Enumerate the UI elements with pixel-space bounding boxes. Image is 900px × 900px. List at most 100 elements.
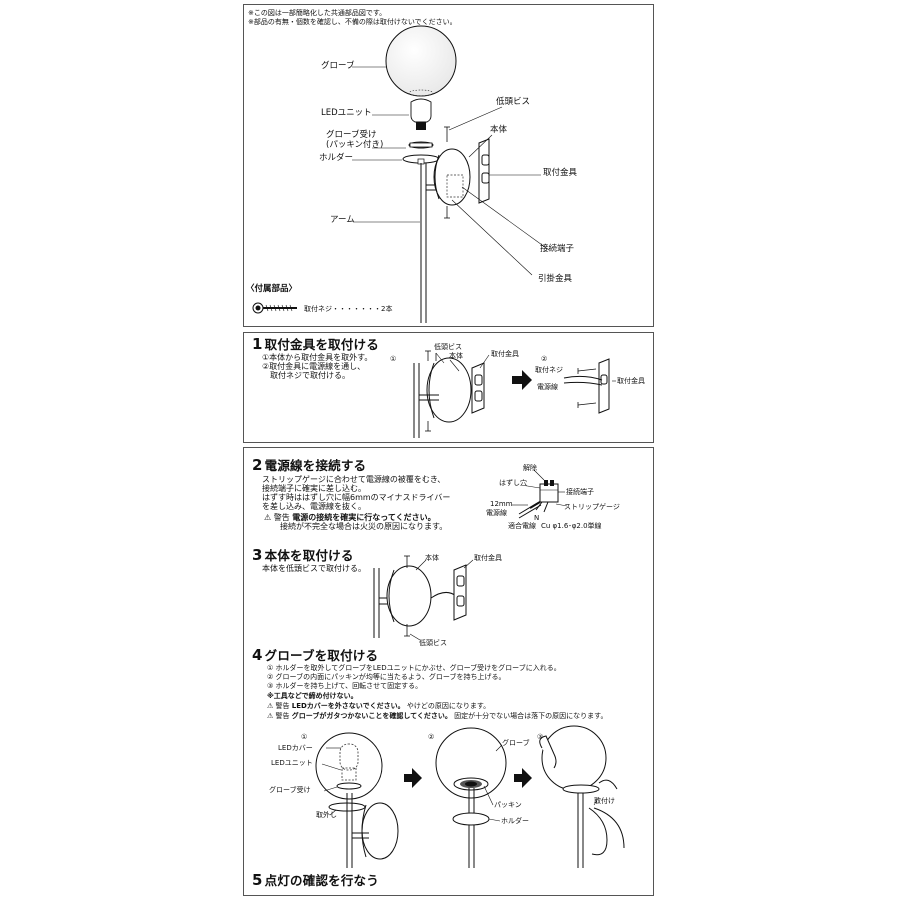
mount-bracket-shape — [478, 138, 490, 204]
step2-warning-label: 警告 — [273, 513, 290, 522]
label-globe-holder-packing: (パッキン付き) — [326, 140, 384, 150]
step4-warning-1: ⚠ 警告 LEDカバーを外さないでください。 やけどの原因になります。 — [267, 702, 490, 710]
step2-fig-conductor: 適合電線 — [508, 522, 536, 530]
accessories-item: 取付ネジ・・・・・・・2本 — [304, 305, 393, 313]
step4-fig1-remove: 取外し — [316, 811, 337, 819]
led-unit-shape — [410, 98, 432, 123]
step4-line-1: ① ホルダーを取外してグローブをLEDユニットにかぶせ、グローブ受けをグローブに… — [267, 664, 561, 672]
parts-exploded-drawing — [252, 25, 550, 323]
step3-line-1: 本体を低頭ビスで取付ける。 — [262, 564, 366, 573]
step1-line-1: ①本体から取付金具を取外す。 — [262, 353, 373, 362]
warning-triangle-icon: ⚠ — [267, 712, 274, 720]
step4-title: グローブを取付ける — [264, 648, 379, 663]
step1-fig1-body: 本体 — [449, 352, 463, 360]
step5-title: 点灯の確認を行なう — [264, 873, 379, 888]
step2-title: 電源線を接続する — [264, 458, 367, 473]
step2-fig-wire: 電源線 — [486, 509, 507, 517]
step2-fig-hole: はずし穴 — [499, 479, 527, 487]
step3-number: 3 — [252, 546, 263, 564]
step1-figure-1 — [413, 350, 490, 438]
step4-warning-1-bold: LEDカバーを外さないでください。 — [291, 702, 405, 710]
step2-fig-mm: 12mm — [490, 500, 513, 508]
step2-warning-bold: 電源の接続を確実に行なってください。 — [292, 513, 436, 522]
step2-fig-spec: Cu φ1.6･φ2.0単線 — [541, 522, 602, 530]
warning-triangle-icon: ⚠ — [264, 513, 272, 522]
step2-warning-text: 接続が不完全な場合は火災の原因になります。 — [280, 522, 448, 531]
step2-line-3: はずす時ははずし穴に幅6mmのマイナスドライバー — [262, 493, 451, 502]
note-line-2: ※部品の有無・個数を確認し、不備の際は取付けないでください。 — [248, 18, 457, 26]
step2-number: 2 — [252, 456, 263, 474]
step2-line-4: を差し込み、電源線を抜く。 — [262, 502, 366, 511]
step3-figure — [373, 555, 474, 641]
step1-fig2-bracket: 取付金具 — [617, 377, 645, 385]
parts-diagram-panel: ※この図は一部簡略化した共通部品図です。 ※部品の有無・個数を確認し、不備の際は… — [243, 4, 654, 327]
label-arm: アーム — [330, 215, 355, 225]
step4-fig3-attach: 取付け — [594, 797, 615, 805]
accessory-screw-drawing — [252, 302, 297, 314]
step1-arrow — [512, 370, 532, 390]
step4-fig1-led-cover: LEDカバー — [278, 744, 313, 752]
step1-fig2-mark: ② — [541, 355, 548, 363]
accessories-title: 〈付属部品〉 — [246, 284, 298, 294]
step3-title: 本体を取付ける — [264, 548, 354, 563]
label-connect-terminal: 接続端子 — [540, 244, 575, 254]
step1-fig2-wire: 電源線 — [537, 383, 558, 391]
step2-fig-release: 解除 — [523, 464, 537, 472]
label-body: 本体 — [490, 125, 508, 135]
step1-fig2-screw: 取付ネジ — [535, 366, 563, 374]
step4-fig2-mark: ② — [428, 733, 435, 741]
step4-fig2-packing: パッキン — [494, 801, 522, 809]
step4-line-2: ② グローブの内面にパッキンが均等に当たるよう、グローブを持ち上げる。 — [267, 673, 506, 681]
label-holder: ホルダー — [319, 153, 354, 163]
label-low-head-screw: 低頭ビス — [496, 97, 531, 107]
warning-triangle-icon: ⚠ — [267, 702, 274, 710]
label-globe-holder: グローブ受け — [326, 130, 377, 140]
globe-shape — [385, 25, 457, 97]
step1-title: 取付金具を取付ける — [264, 337, 379, 352]
step3-fig-bracket: 取付金具 — [474, 554, 502, 562]
step2-terminal-figure — [512, 469, 568, 519]
step4-fig2-globe: グローブ — [502, 739, 530, 747]
step4-fig1-led-unit: LEDユニット — [271, 759, 313, 767]
step4-warning-2: ⚠ 警告 グローブがガタつかないことを確認してください。 固定が十分でない場合は… — [267, 712, 607, 720]
step4-note: ※工具などで締め付けない。 — [267, 692, 358, 700]
step4-fig1-mark: ① — [301, 733, 308, 741]
step2-fig-terminal: 接続端子 — [566, 488, 594, 496]
step4-figures — [315, 725, 625, 868]
step3-fig-body: 本体 — [425, 554, 439, 562]
note-line-1: ※この図は一部簡略化した共通部品図です。 — [248, 9, 387, 17]
step2-warning: ⚠ 警告 電源の接続を確実に行なってください。 — [264, 513, 436, 522]
step4-warning-1-text: やけどの原因になります。 — [406, 702, 491, 710]
step4-fig3-mark: ③ — [537, 733, 544, 741]
step4-warning-2-text: 固定が十分でない場合は落下の原因になります。 — [454, 712, 608, 720]
step1-line-2: ②取付金具に電源線を通し、 — [262, 362, 366, 371]
step1-number: 1 — [252, 335, 263, 353]
step4-warning-2-bold: グローブがガタつかないことを確認してください。 — [291, 712, 452, 720]
step4-warning-2-label: 警告 — [275, 712, 290, 720]
step2-fig-n: N — [534, 514, 540, 522]
step1-fig1-mark: ① — [390, 355, 397, 363]
label-mount-bracket: 取付金具 — [543, 168, 578, 178]
label-hook-bracket: 引掛金具 — [538, 274, 573, 284]
step2-line-1: ストリップゲージに合わせて電源線の被覆をむき、 — [262, 475, 446, 484]
step3-fig-screw: 低頭ビス — [419, 639, 447, 647]
step4-warning-1-label: 警告 — [275, 702, 290, 710]
step5-number: 5 — [252, 871, 263, 889]
label-led-unit: LEDユニット — [321, 108, 372, 118]
step1-fig1-bracket: 取付金具 — [491, 350, 519, 358]
step2-fig-gauge: ストリップゲージ — [564, 503, 620, 511]
step1-fig1-screw: 低頭ビス — [434, 343, 462, 351]
step4-line-3: ③ ホルダーを持ち上げて、回転させて固定する。 — [267, 682, 423, 690]
step1-line-3: 取付ネジで取付ける。 — [262, 371, 350, 380]
label-globe: グローブ — [321, 61, 355, 71]
step1-figure-2 — [563, 358, 616, 414]
body-shape — [433, 148, 471, 206]
step4-fig2-holder: ホルダー — [501, 817, 529, 825]
step2-line-2: 接続端子に確実に差し込む。 — [262, 484, 366, 493]
